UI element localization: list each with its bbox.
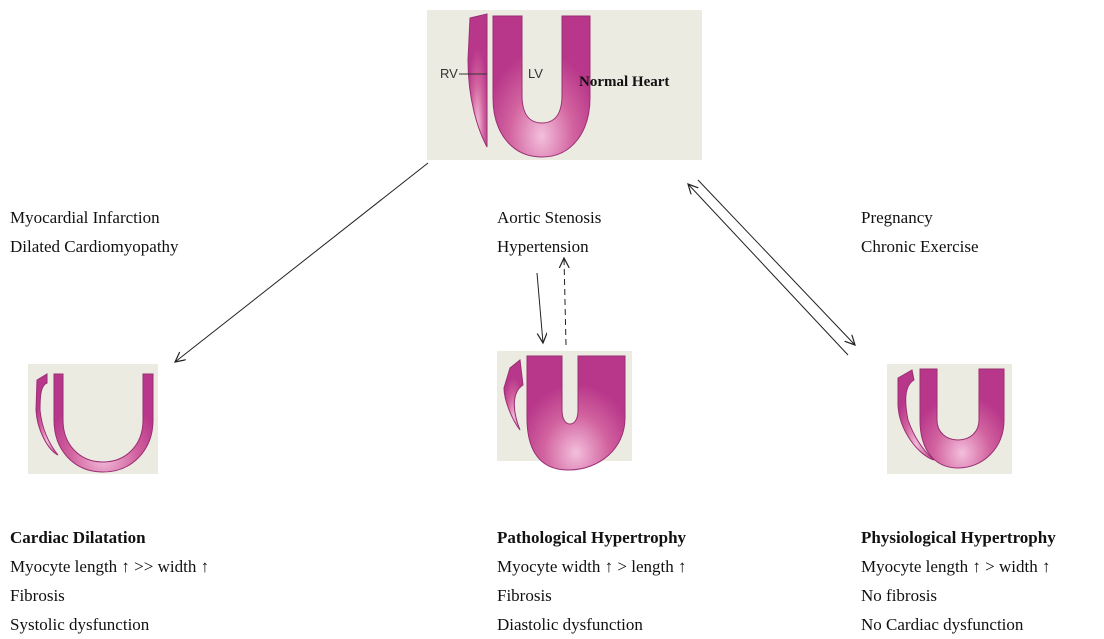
physiological-line-1: Myocyte length ↑ > width ↑ [861, 552, 1050, 581]
cause-aortic-stenosis: Aortic Stenosis [497, 203, 601, 232]
pathological-title: Pathological Hypertrophy [497, 523, 686, 552]
arrow-from-pathological-dashed [564, 258, 566, 345]
cause-pregnancy: Pregnancy [861, 203, 933, 232]
arrow-to-dilatation [175, 163, 428, 362]
dilatation-line-2: Fibrosis [10, 581, 65, 610]
cause-myocardial-infarction: Myocardial Infarction [10, 203, 160, 232]
dilatation-line-1: Myocyte length ↑ >> width ↑ [10, 552, 209, 581]
dilatation-title: Cardiac Dilatation [10, 523, 146, 552]
arrow-to-pathological [537, 273, 543, 343]
dilatation-line-3: Systolic dysfunction [10, 610, 149, 639]
dilatation-heart-icon [36, 374, 153, 472]
pathological-line-1: Myocyte width ↑ > length ↑ [497, 552, 686, 581]
rv-label: RV [440, 66, 458, 81]
cause-dilated-cardiomyopathy: Dilated Cardiomyopathy [10, 232, 179, 261]
physiological-heart-icon [898, 369, 1004, 468]
cause-hypertension: Hypertension [497, 232, 589, 261]
pathological-line-2: Fibrosis [497, 581, 552, 610]
lv-label: LV [528, 66, 543, 81]
physiological-line-2: No fibrosis [861, 581, 937, 610]
arrow-to-physiological [698, 180, 855, 345]
normal-heart-title: Normal Heart [579, 74, 669, 91]
cause-chronic-exercise: Chronic Exercise [861, 232, 979, 261]
pathological-heart-icon [504, 356, 625, 470]
normal-heart-icon [468, 14, 590, 157]
physiological-line-3: No Cardiac dysfunction [861, 610, 1023, 639]
physiological-title: Physiological Hypertrophy [861, 523, 1056, 552]
arrow-from-physiological [688, 184, 848, 355]
pathological-line-3: Diastolic dysfunction [497, 610, 643, 639]
